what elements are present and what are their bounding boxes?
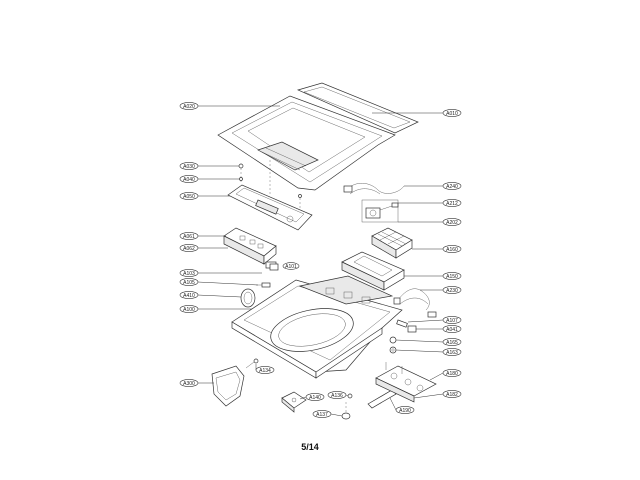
hose-fitting-a137 bbox=[341, 400, 351, 420]
part-a107 bbox=[396, 319, 408, 328]
callout-A010: A010 bbox=[442, 109, 462, 117]
fitting-a163 bbox=[389, 346, 397, 354]
wire-harness-a240 bbox=[343, 183, 405, 195]
callout-label-A160: A160 bbox=[446, 247, 458, 253]
callout-label-A030: A030 bbox=[183, 164, 195, 170]
screw-a040 bbox=[239, 177, 302, 210]
callout-A165: A165 bbox=[442, 338, 462, 346]
top-cover-assembly bbox=[217, 95, 396, 191]
callout-label-A190: A190 bbox=[399, 408, 411, 414]
callout-A101: A101 bbox=[282, 262, 300, 270]
hose-cord-a230 bbox=[393, 288, 437, 318]
callout-A107: A107 bbox=[442, 316, 462, 324]
callout-A410: A410 bbox=[179, 291, 199, 299]
callout-label-A240: A240 bbox=[446, 184, 458, 190]
water-valve-a180 bbox=[375, 362, 437, 403]
wire-connector-a103 bbox=[256, 282, 271, 288]
callout-label-A182: A182 bbox=[446, 392, 458, 398]
callout-A202: A202 bbox=[442, 218, 462, 226]
drain-hose-a190 bbox=[367, 389, 397, 409]
callout-label-A061: A061 bbox=[183, 234, 195, 240]
part-a041 bbox=[407, 325, 417, 333]
callout-label-A040: A040 bbox=[183, 177, 195, 183]
fitting-a165 bbox=[389, 336, 397, 344]
callout-label-A230: A230 bbox=[446, 288, 458, 294]
callout-label-A062: A062 bbox=[183, 246, 195, 252]
callout-label-A107: A107 bbox=[446, 318, 458, 324]
callout-A030: A030 bbox=[179, 162, 199, 170]
callout-label-A163: A163 bbox=[446, 350, 458, 356]
callout-A150: A150 bbox=[442, 272, 462, 280]
top-cover-rear-panel bbox=[296, 82, 419, 134]
callout-A230: A230 bbox=[442, 286, 462, 294]
callout-A041: A041 bbox=[442, 325, 462, 333]
callout-A180: A180 bbox=[442, 369, 462, 377]
callout-label-A103: A103 bbox=[183, 271, 195, 277]
ring-gasket-a410 bbox=[240, 288, 256, 308]
lid-switch-a101 bbox=[269, 263, 279, 271]
callout-A062: A062 bbox=[179, 244, 199, 252]
callout-A040: A040 bbox=[179, 175, 199, 183]
bracket-a202 bbox=[361, 199, 399, 223]
callout-A134: A134 bbox=[255, 366, 275, 374]
cabinet-cover bbox=[231, 275, 403, 379]
callout-label-A020: A020 bbox=[183, 104, 195, 110]
callout-A020: A020 bbox=[179, 102, 199, 110]
callout-label-A165: A165 bbox=[446, 340, 458, 346]
callout-A212: A212 bbox=[442, 199, 462, 207]
callout-A160: A160 bbox=[442, 245, 462, 253]
callout-label-A105: A105 bbox=[183, 280, 195, 286]
callout-label-A410: A410 bbox=[183, 293, 195, 299]
hose-fitting-a136 bbox=[347, 393, 353, 399]
callout-label-A050: A050 bbox=[183, 194, 195, 200]
callout-A103: A103 bbox=[179, 269, 199, 277]
callout-label-A010: A010 bbox=[446, 111, 458, 117]
lint-filter-a300 bbox=[211, 358, 259, 407]
drawer-a150 bbox=[341, 251, 405, 291]
callout-label-A150: A150 bbox=[446, 274, 458, 280]
callout-label-A300: A300 bbox=[183, 381, 195, 387]
detergent-box-a160 bbox=[371, 227, 413, 259]
valve-assembly-a212 bbox=[365, 202, 399, 219]
pump-bracket-a140 bbox=[281, 391, 307, 413]
callout-A061: A061 bbox=[179, 232, 199, 240]
callout-A190: A190 bbox=[395, 406, 415, 414]
pcb-assembly bbox=[223, 227, 277, 269]
callout-A105: A105 bbox=[179, 278, 199, 286]
callout-A163: A163 bbox=[442, 348, 462, 356]
callout-label-A212: A212 bbox=[446, 201, 458, 207]
callout-label-A137: A137 bbox=[316, 412, 328, 418]
leader-lines bbox=[197, 105, 444, 417]
callout-A240: A240 bbox=[442, 182, 462, 190]
callout-label-A101: A101 bbox=[285, 264, 297, 270]
callout-label-A140: A140 bbox=[309, 395, 321, 401]
page-number: 5/14 bbox=[301, 442, 319, 452]
callout-label-A180: A180 bbox=[446, 371, 458, 377]
control-panel bbox=[227, 160, 313, 231]
callout-label-A100: A100 bbox=[183, 307, 195, 313]
callout-label-A041: A041 bbox=[446, 327, 458, 333]
callout-A300: A300 bbox=[179, 379, 199, 387]
callout-A050: A050 bbox=[179, 192, 199, 200]
callout-A136: A136 bbox=[327, 391, 347, 399]
callout-A137: A137 bbox=[312, 410, 332, 418]
callout-A100: A100 bbox=[179, 305, 199, 313]
callout-A182: A182 bbox=[442, 390, 462, 398]
callout-label-A134: A134 bbox=[259, 368, 271, 374]
callout-label-A202: A202 bbox=[446, 220, 458, 226]
callout-A140: A140 bbox=[305, 393, 325, 401]
callout-label-A136: A136 bbox=[331, 393, 343, 399]
